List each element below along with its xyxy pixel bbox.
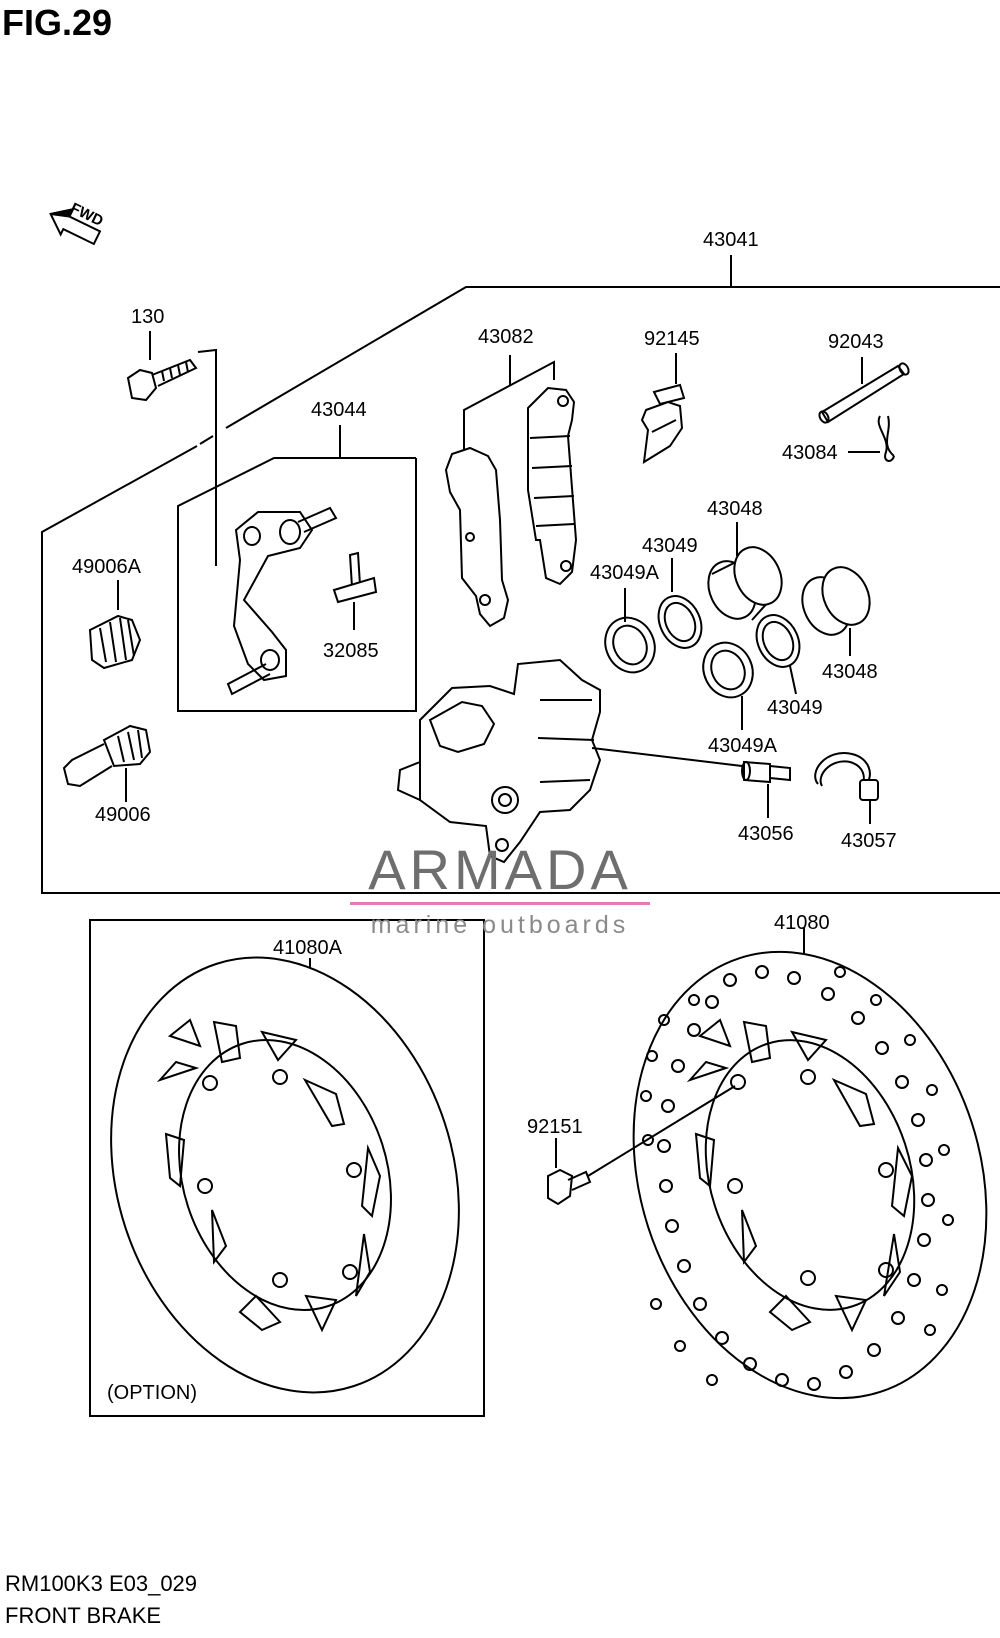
piston-43048-upper-icon <box>707 546 783 621</box>
part-label-92151: 92151 <box>527 1116 583 1138</box>
piston-seal-43049A-upper-icon <box>604 616 656 674</box>
dust-seal-43049-upper-icon <box>657 595 703 649</box>
pad-spring-92145-icon <box>640 383 686 464</box>
brake-pad-right-icon <box>527 386 578 586</box>
part-label-41080A: 41080A <box>273 937 343 959</box>
brake-pad-left-icon <box>444 446 510 628</box>
figure-title: FIG.29 <box>2 2 113 43</box>
bleeder-valve-43056-icon <box>741 760 791 784</box>
part-label-43082: 43082 <box>478 326 534 348</box>
part-label-32085: 32085 <box>323 640 379 662</box>
option-label: (OPTION) <box>107 1382 197 1404</box>
part-label-43057: 43057 <box>841 830 897 852</box>
part-label-43084: 43084 <box>782 442 838 464</box>
pin-clip-43084-icon <box>877 415 895 462</box>
piston-43048-lower-icon <box>801 566 871 636</box>
disc-bolt-92151-icon <box>547 1168 592 1206</box>
part-label-92043: 92043 <box>828 331 884 353</box>
part-label-49006A: 49006A <box>72 556 142 578</box>
dust-seal-43049-lower-icon <box>755 614 801 668</box>
pad-pin-92043-icon <box>818 362 910 424</box>
part-label-43049A-lower: 43049A <box>708 735 778 757</box>
brake-disc-41080-icon <box>632 950 988 1400</box>
pad-spring-32085-icon <box>332 551 378 604</box>
part-label-43048-upper: 43048 <box>707 498 763 520</box>
part-label-43049-lower: 43049 <box>767 697 823 719</box>
part-label-49006: 49006 <box>95 804 151 826</box>
part-label-43048-lower: 43048 <box>822 661 878 683</box>
part-label-92145: 92145 <box>644 328 700 350</box>
caliper-bracket-icon <box>226 506 338 696</box>
part-label-43049-upper: 43049 <box>642 535 698 557</box>
part-label-43049A-upper: 43049A <box>590 562 660 584</box>
part-label-43041: 43041 <box>703 229 759 251</box>
part-label-41080: 41080 <box>774 912 830 934</box>
dust-boot-49006A-icon <box>88 614 142 670</box>
section-name: FRONT BRAKE <box>5 1603 162 1628</box>
bracket-subassembly-outline <box>177 457 417 712</box>
slide-pin-49006-icon <box>62 724 152 788</box>
bolt-130-icon <box>126 358 198 402</box>
part-label-130: 130 <box>131 306 164 328</box>
part-label-43056: 43056 <box>738 823 794 845</box>
part-label-43044: 43044 <box>311 399 367 421</box>
piston-seal-43049A-lower-icon <box>702 641 754 699</box>
forward-arrow-icon <box>49 207 102 246</box>
brake-disc-41080A-icon <box>110 956 460 1394</box>
caliper-assembly-outline <box>225 286 1000 429</box>
caliper-body-icon <box>396 658 602 864</box>
option-disc-outline <box>89 919 485 1417</box>
model-code: RM100K3 E03_029 <box>5 1571 198 1596</box>
bleeder-cap-43057-icon <box>814 752 879 801</box>
